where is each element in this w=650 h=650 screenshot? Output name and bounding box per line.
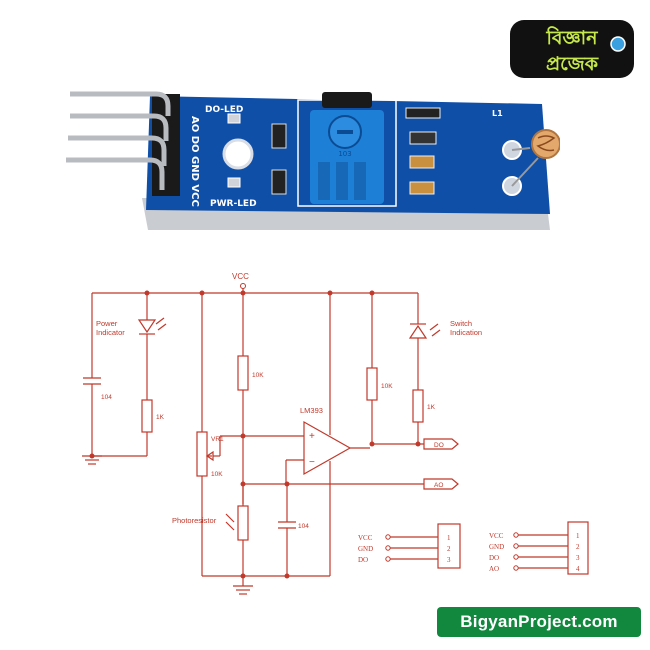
pot-value-label: 10K: [211, 471, 223, 478]
header3-label-1: VCC: [358, 534, 373, 542]
res-10k-center-label: 10K: [252, 372, 264, 379]
website-badge: BigyanProject.com: [437, 607, 641, 637]
header4-label-4: AO: [489, 565, 499, 573]
output-ao-label: AO: [434, 482, 443, 489]
pot-label: VR1: [211, 436, 224, 443]
header3-num-2: 2: [447, 545, 451, 553]
header-pins: [66, 91, 180, 196]
rocket-icon: [610, 36, 626, 52]
photoresistor-label: Photoresistor: [172, 516, 217, 525]
cap-104-left-label: 104: [101, 394, 112, 401]
header4-label-1: VCC: [489, 532, 504, 540]
mounting-hole: [222, 138, 254, 170]
logo-line-1: বিজ্ঞান: [545, 26, 598, 49]
res-10k-right-label: 10K: [381, 383, 393, 390]
pot-marking: 103: [338, 150, 351, 158]
website-badge-text: BigyanProject.com: [460, 612, 618, 631]
header3-num-1: 1: [447, 534, 451, 542]
header4-num-4: 4: [576, 565, 580, 573]
do-led: [227, 113, 241, 124]
res-1k-left-label: 1K: [156, 414, 165, 421]
svg-text:−: −: [309, 457, 315, 468]
logo-line-2: প্রজেক: [546, 53, 599, 75]
silk-pin-labels: AO DO GND VCC: [189, 116, 200, 207]
header3-label-2: GND: [358, 545, 373, 553]
svg-text:+: +: [309, 431, 315, 442]
photoresistor-component: [511, 129, 560, 187]
header4-num-3: 3: [576, 554, 580, 562]
header4-num-1: 1: [576, 532, 580, 540]
output-do-label: DO: [434, 442, 444, 449]
bigyan-project-logo: বিজ্ঞান প্রজেক: [510, 20, 634, 78]
header3-num-3: 3: [447, 556, 451, 564]
header4-label-3: DO: [489, 554, 499, 562]
header4-num-2: 2: [576, 543, 580, 551]
potentiometer: 103: [310, 92, 384, 204]
header4-label-2: GND: [489, 543, 504, 551]
silk-pwr-led: PWR-LED: [210, 199, 257, 209]
cap-104-bottom-label: 104: [298, 523, 309, 530]
ldr-sensor-module-board: DO-LED AO DO GND VCC PWR-LED 103 L1: [66, 91, 560, 230]
pwr-led: [227, 177, 241, 188]
silk-do-led: DO-LED: [205, 105, 243, 115]
vcc-label: VCC: [232, 272, 249, 281]
ldr-marks: L1: [492, 109, 503, 118]
comparator-label: LM393: [300, 406, 323, 415]
res-1k-right-label: 1K: [427, 404, 436, 411]
header3-label-3: DO: [358, 556, 368, 564]
